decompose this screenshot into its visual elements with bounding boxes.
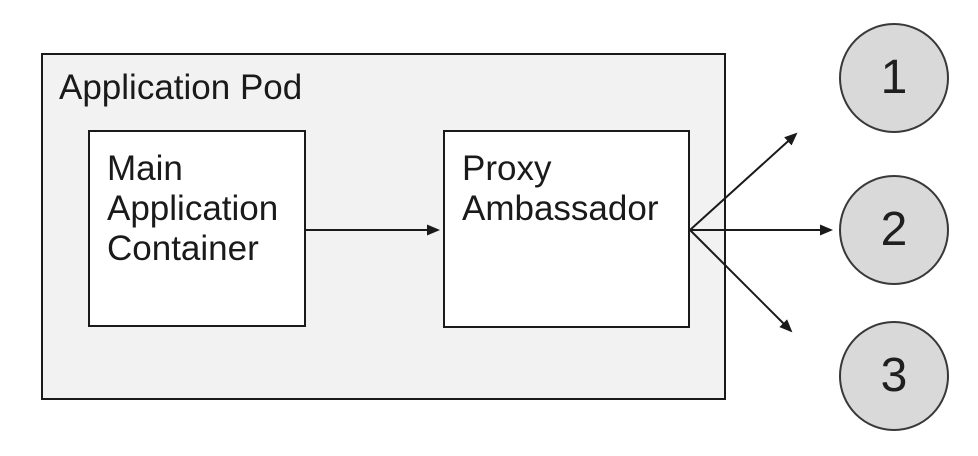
endpoint-2-label: 2 <box>880 203 908 256</box>
proxy-ambassador-node: Proxy Ambassador <box>443 130 690 328</box>
endpoint-1-label: 1 <box>880 51 908 104</box>
main-application-container-label: Main Application Container <box>107 149 279 268</box>
application-pod-title: Application Pod <box>59 68 303 107</box>
main-application-container-node: Main Application Container <box>88 130 306 327</box>
proxy-ambassador-label: Proxy Ambassador <box>462 149 659 228</box>
endpoint-3-label: 3 <box>880 349 908 402</box>
endpoint-circle-1: 1 <box>839 23 949 133</box>
endpoint-circle-2: 2 <box>839 175 949 285</box>
endpoint-circle-3: 3 <box>839 321 949 431</box>
